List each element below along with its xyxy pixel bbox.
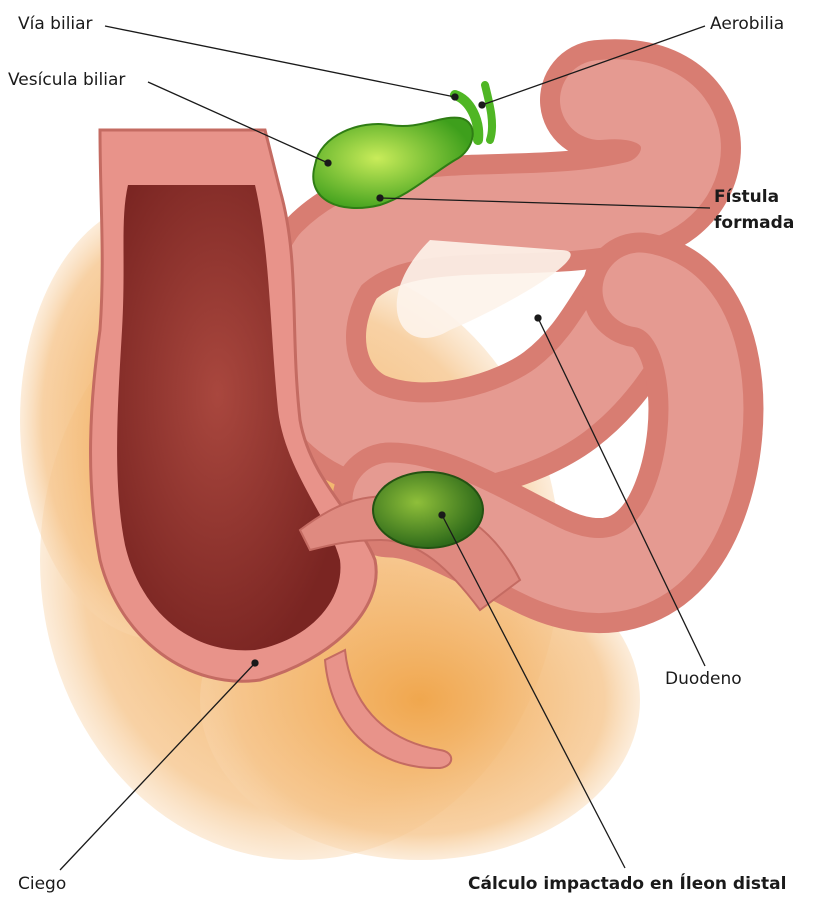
label-aerobilia: Aerobilia: [710, 14, 784, 34]
gallstone: [373, 472, 483, 548]
label-vesicula-biliar: Vesícula biliar: [8, 70, 125, 90]
label-fistula-line2: formada: [714, 213, 794, 233]
label-duodeno: Duodeno: [665, 669, 742, 689]
label-fistula-line1: Fístula: [714, 187, 779, 207]
label-via-biliar: Vía biliar: [18, 14, 93, 34]
label-calculo: Cálculo impactado en Íleon distal: [468, 874, 786, 894]
label-ciego: Ciego: [18, 874, 66, 894]
